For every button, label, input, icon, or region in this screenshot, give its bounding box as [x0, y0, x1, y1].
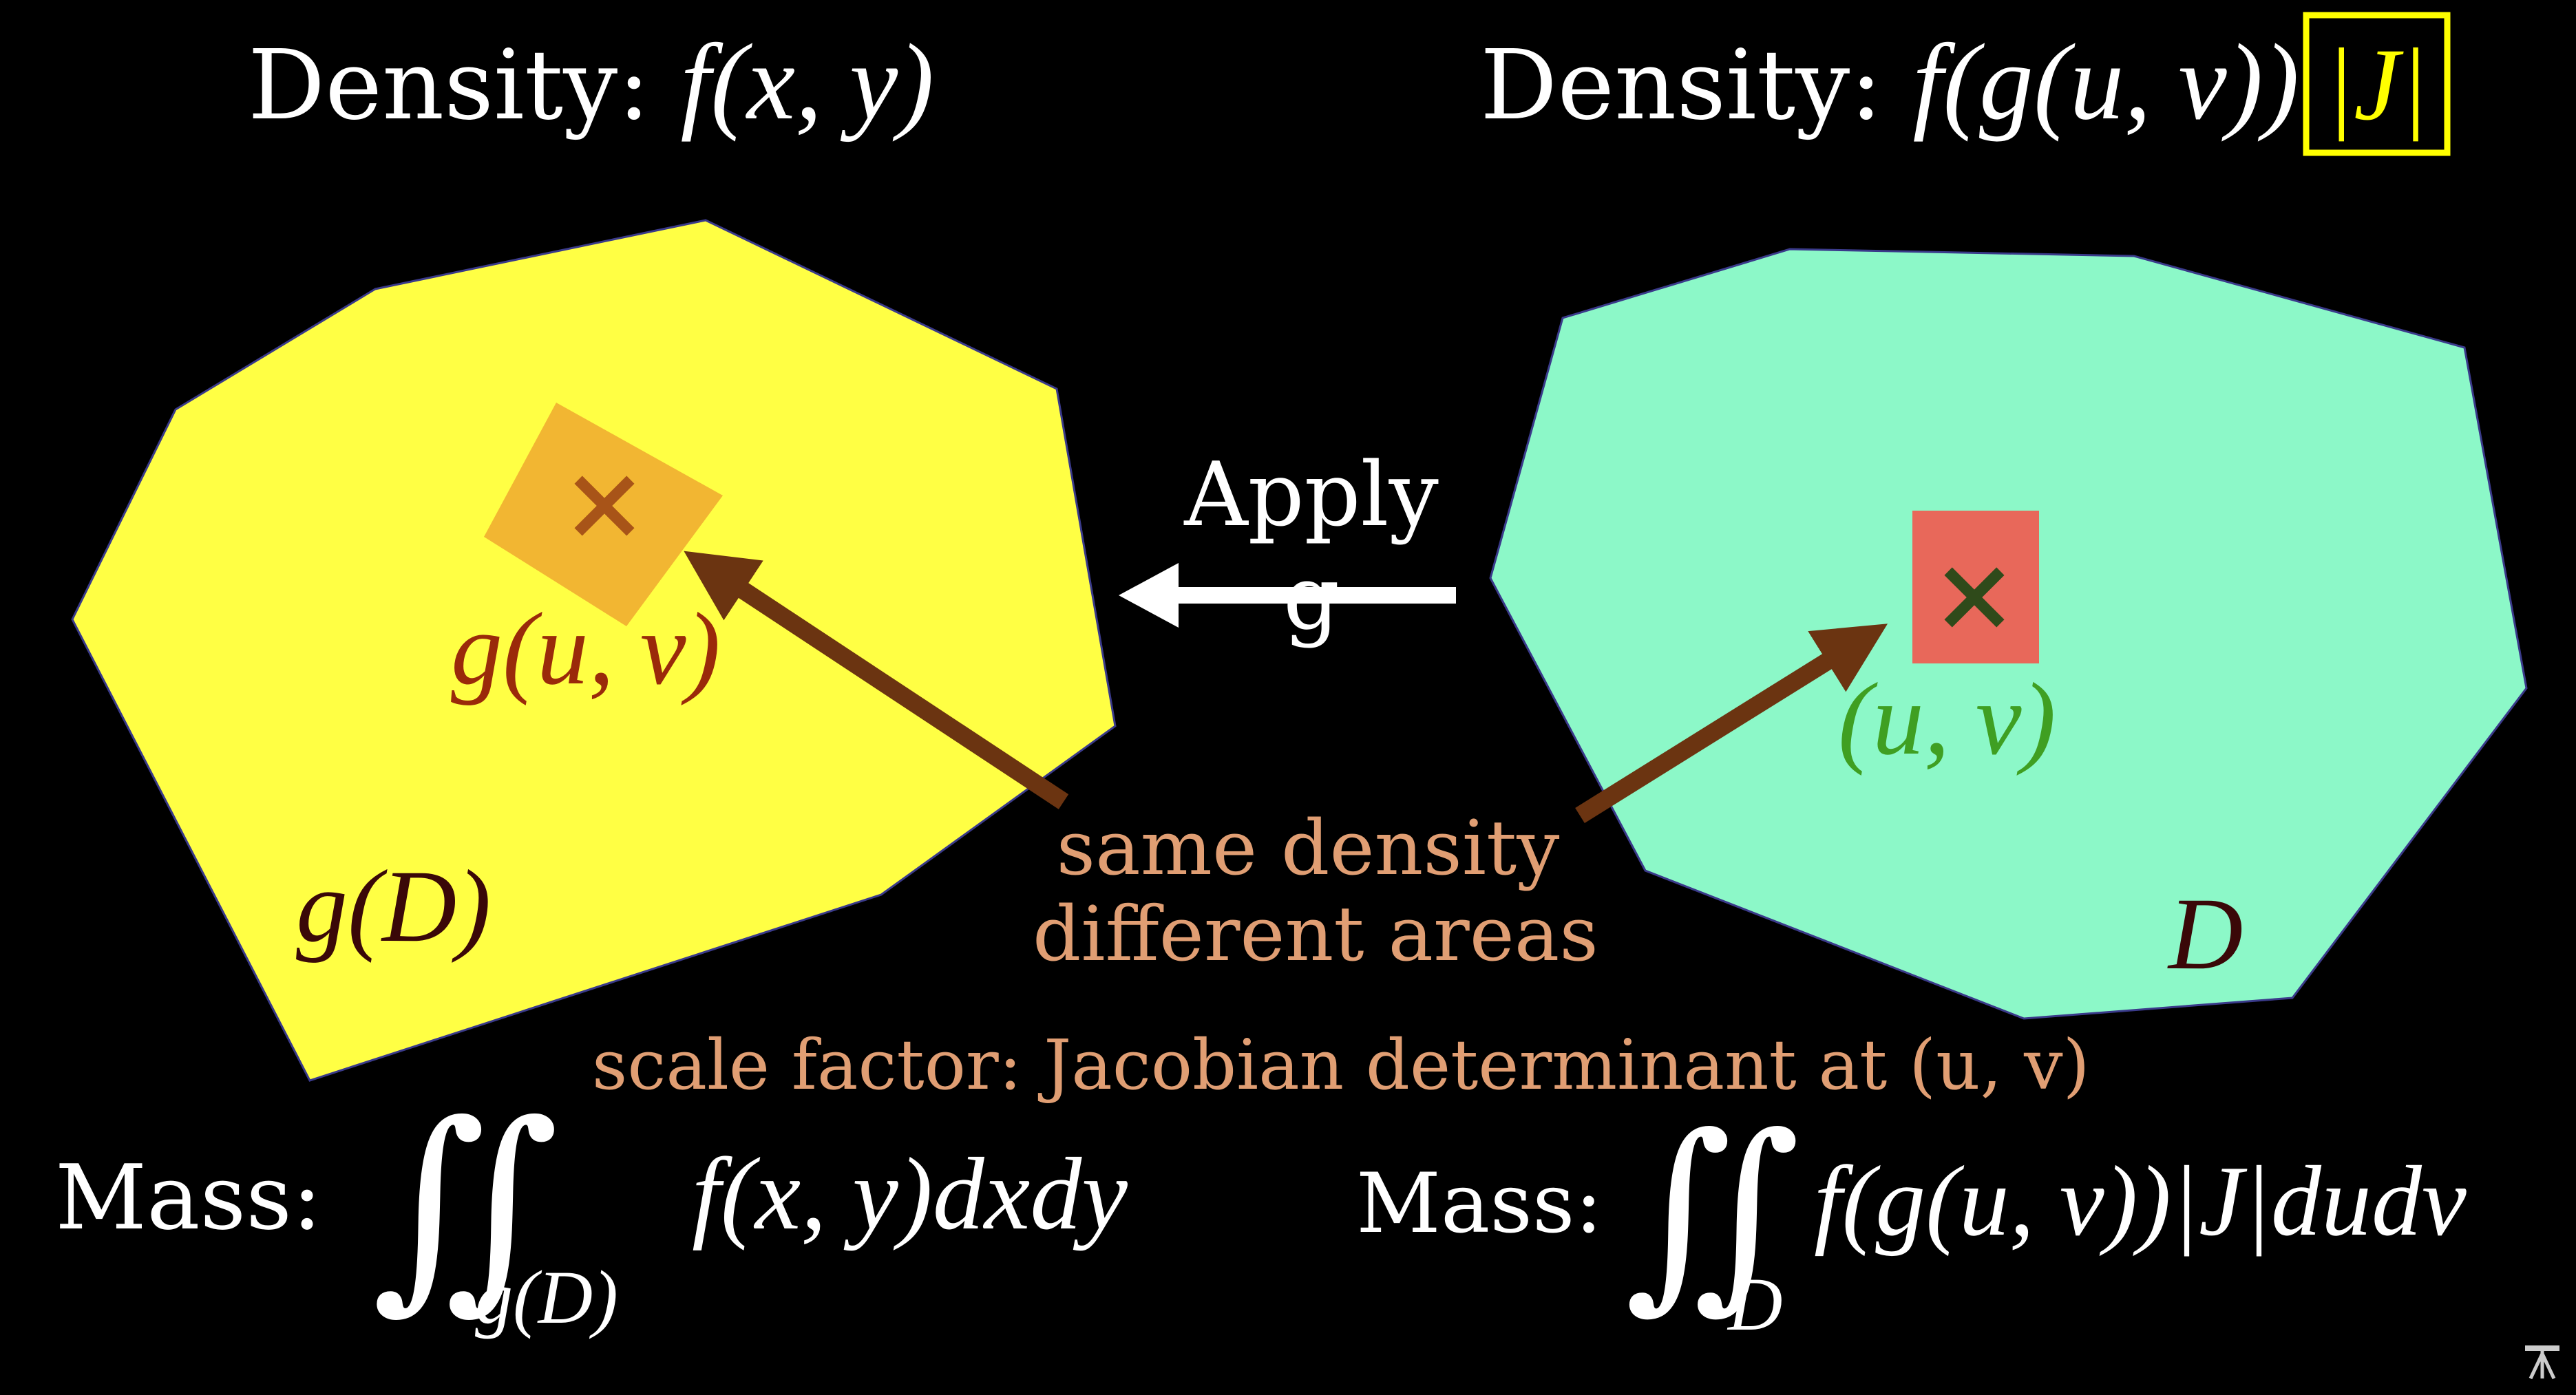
left-integrand: f(x, y)dxdy: [692, 1137, 1128, 1251]
right-region-label: D: [2168, 877, 2244, 991]
right-integral-domain: D: [1728, 1262, 1783, 1346]
left-point-label: g(u, v): [451, 592, 721, 706]
left-integral-sign: ∬: [372, 1076, 560, 1332]
left-density-expr: f(x, y): [680, 22, 934, 142]
left-integral-domain: g(D): [475, 1255, 618, 1339]
right-density-heading: Density: f(g(u, v)): [1480, 21, 2299, 145]
left-density-heading: Density: f(x, y): [248, 21, 934, 145]
jacobian-label: |J|: [2325, 28, 2429, 142]
right-integral-sign: ∬: [1625, 1091, 1801, 1331]
annotation-scale-factor: scale factor: Jacobian determinant at (u…: [592, 1025, 2090, 1105]
tripod-icon: [2525, 1345, 2559, 1380]
brown-arrow-right: [1575, 624, 1888, 824]
right-point-label: (u, v): [1838, 662, 2056, 776]
annotation-same-density: same density: [1056, 804, 1560, 892]
brown-arrow-left: [684, 551, 1069, 809]
left-region-label: g(D): [296, 849, 492, 963]
apply-g-label: Apply g: [1184, 444, 1439, 650]
left-point-marker: ×: [561, 442, 648, 563]
right-point-marker: ×: [1931, 533, 2018, 654]
right-density-expr: f(g(u, v)): [1912, 22, 2299, 142]
right-integrand: f(g(u, v))|J|dudv: [1814, 1145, 2467, 1257]
apply-g-arrow-head: [1119, 563, 1179, 628]
right-mass-word: Mass:: [1356, 1156, 1603, 1252]
left-mass-formula: Mass: ∬ g(D) f(x, y)dxdy: [55, 1080, 1260, 1370]
right-mass-formula: Mass: ∬ D f(g(u, v))|J|dudv: [1356, 1094, 2526, 1370]
left-density-word: Density:: [248, 30, 651, 142]
annotation-different-areas: different areas: [1033, 890, 1598, 978]
right-small-square: [1912, 511, 2039, 663]
left-region-gD: [71, 219, 1117, 1082]
left-mass-word: Mass:: [55, 1145, 322, 1250]
jacobian-highlight-box: [2303, 12, 2451, 156]
left-transformed-square: [484, 403, 723, 626]
right-density-word: Density:: [1480, 30, 1883, 142]
